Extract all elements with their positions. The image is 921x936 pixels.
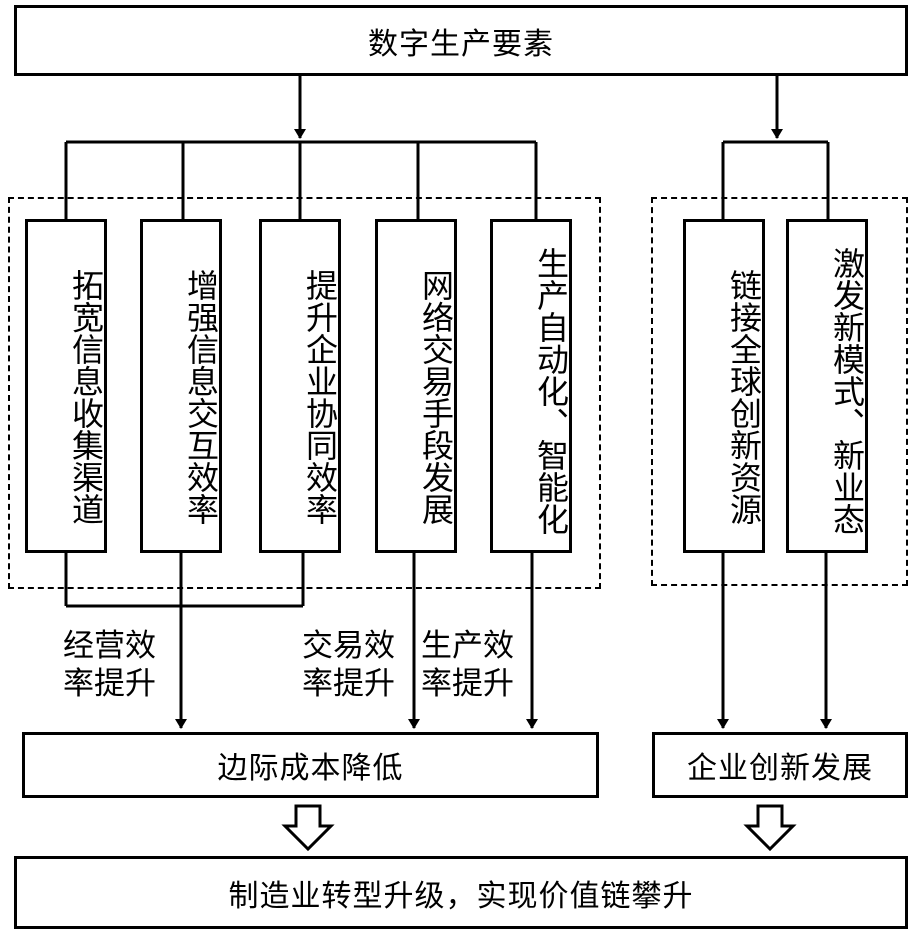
global-innovation-resources-label: 链接全球创新资源 — [725, 269, 763, 525]
new-modes-new-business-label: 激发新模式、新业态 — [828, 247, 866, 535]
right-group-frame — [651, 197, 908, 586]
global-innovation-resources-box: 链接全球创新资源 — [683, 219, 765, 553]
enterprise-collaboration-box: 提升企业协同效率 — [259, 219, 341, 553]
automation-intelligence-label: 生产自动化、智能化 — [532, 247, 570, 535]
left-group-frame — [8, 197, 601, 589]
automation-intelligence-box: 生产自动化、智能化 — [490, 219, 572, 553]
expand-info-channels-box: 拓宽信息收集渠道 — [25, 219, 107, 553]
online-trading-box: 网络交易手段发展 — [375, 219, 457, 553]
production-efficiency-label: 生产效 率提升 — [421, 628, 514, 702]
info-interaction-efficiency-label: 增强信息交互效率 — [182, 269, 220, 525]
operating-efficiency-label: 经营效 率提升 — [63, 628, 156, 702]
marginal-cost-reduction-box: 边际成本降低 — [22, 732, 599, 798]
expand-info-channels-label: 拓宽信息收集渠道 — [67, 269, 105, 525]
digital-production-factors-box: 数字生产要素 — [14, 5, 908, 76]
manufacturing-upgrade-label: 制造业转型升级，实现价值链攀升 — [228, 878, 694, 914]
new-modes-new-business-box: 激发新模式、新业态 — [786, 219, 868, 553]
digital-production-factors-label: 数字生产要素 — [368, 26, 554, 62]
trading-efficiency-label: 交易效 率提升 — [302, 628, 395, 702]
enterprise-innovation-label: 企业创新发展 — [687, 751, 873, 786]
info-interaction-efficiency-box: 增强信息交互效率 — [140, 219, 222, 553]
enterprise-collaboration-label: 提升企业协同效率 — [301, 269, 339, 525]
online-trading-label: 网络交易手段发展 — [417, 269, 455, 525]
enterprise-innovation-box: 企业创新发展 — [652, 732, 908, 798]
marginal-cost-reduction-label: 边际成本降低 — [217, 751, 404, 786]
manufacturing-upgrade-box: 制造业转型升级，实现价值链攀升 — [14, 856, 908, 929]
